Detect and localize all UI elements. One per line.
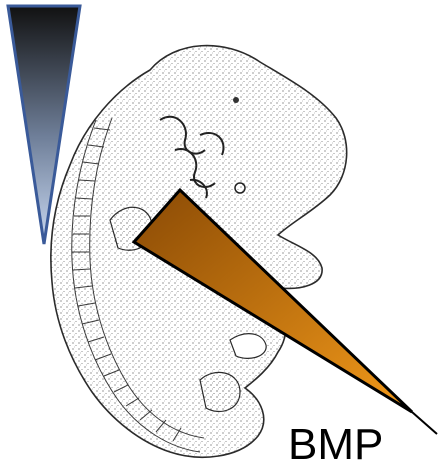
ear-spot (233, 97, 239, 103)
ventral-cleft (230, 334, 266, 359)
lower-limb-bud (200, 372, 240, 411)
bmp-label: BMP (288, 420, 383, 470)
bmp-pointer (412, 412, 437, 434)
